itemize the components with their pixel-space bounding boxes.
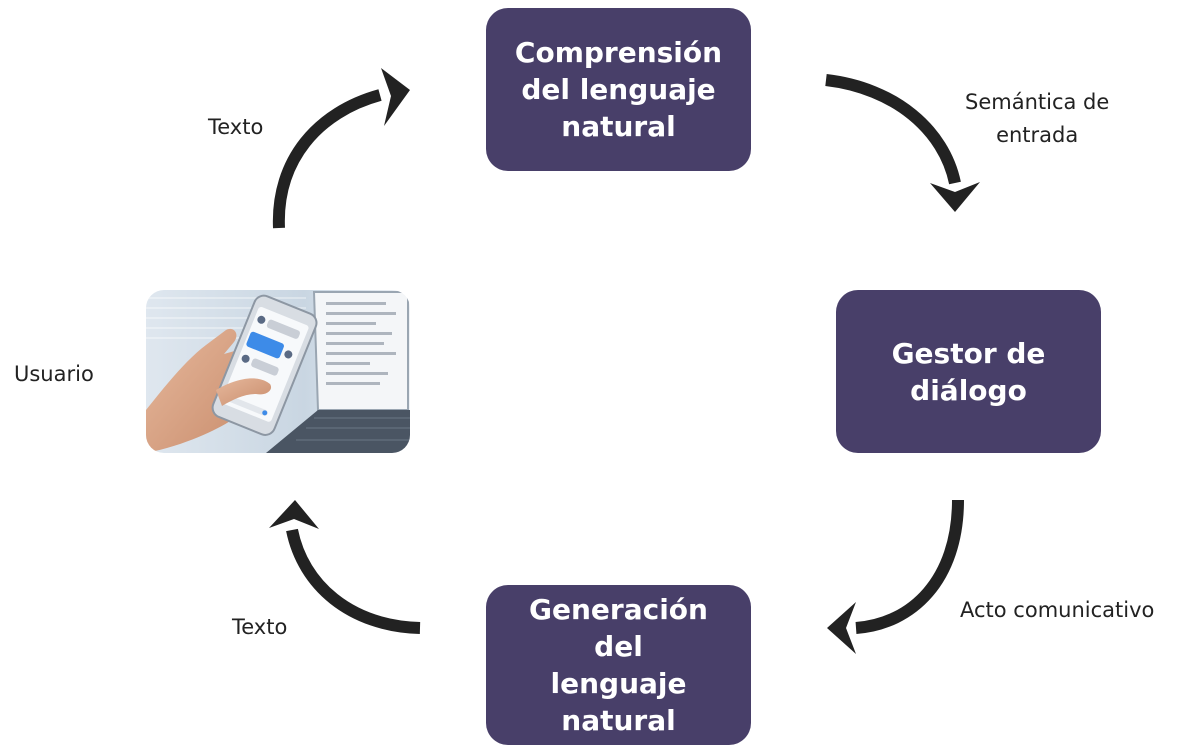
smartphone-chat-illustration <box>146 290 410 453</box>
arrow-nlu-to-dm <box>825 74 980 212</box>
edge-label-user-to-nlu: Texto <box>208 115 264 139</box>
node-nlu-label: Comprensión del lenguaje natural <box>514 36 723 143</box>
smartphone-chat-photo <box>146 290 410 453</box>
node-natural-language-understanding: Comprensión del lenguaje natural <box>486 8 751 171</box>
edge-label-dm-to-nlg: Acto comunicativo <box>960 598 1155 622</box>
edge-label-nlg-to-user: Texto <box>232 615 288 639</box>
arrow-nlg-to-user <box>269 500 421 634</box>
node-nlg-label: Generación del lenguaje natural <box>529 593 708 737</box>
edge-label-nlu-to-dm: Semántica de entrada <box>965 90 1110 147</box>
node-dialog-manager-label: Gestor de diálogo <box>891 336 1046 407</box>
arrow-dm-to-nlg <box>827 499 964 654</box>
user-label: Usuario <box>14 362 94 386</box>
node-dialog-manager: Gestor de diálogo <box>836 290 1101 453</box>
arrow-user-to-nlu <box>272 68 410 229</box>
node-natural-language-generation: Generación del lenguaje natural <box>486 585 751 745</box>
